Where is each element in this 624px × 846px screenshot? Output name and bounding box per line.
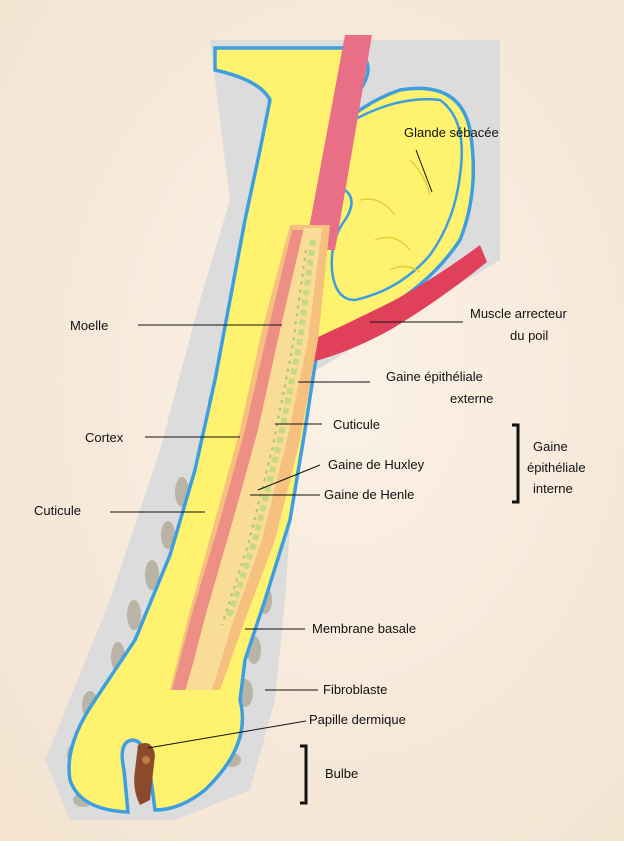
papilla-dot [142, 756, 150, 764]
label-gaine-interne-line1: Gaine [533, 439, 568, 454]
label-gaine-huxley: Gaine de Huxley [328, 457, 425, 472]
label-bulbe: Bulbe [325, 766, 358, 781]
label-gaine-externe-line2: externe [450, 391, 493, 406]
label-muscle-line1: Muscle arrecteur [470, 306, 567, 321]
label-fibroblaste: Fibroblaste [323, 682, 387, 697]
label-moelle: Moelle [70, 318, 108, 333]
label-cuticule-left: Cuticule [34, 503, 81, 518]
label-membrane-basale: Membrane basale [312, 621, 416, 636]
label-cuticule-right: Cuticule [333, 417, 380, 432]
label-gaine-henle: Gaine de Henle [324, 487, 414, 502]
label-cortex: Cortex [85, 430, 124, 445]
label-muscle-line2: du poil [510, 328, 548, 343]
label-papille-dermique: Papille dermique [309, 712, 406, 727]
label-glande-sebacee: Glande sébacée [404, 125, 499, 140]
label-gaine-externe-line1: Gaine épithéliale [386, 369, 483, 384]
label-gaine-interne-line3: interne [533, 481, 573, 496]
label-gaine-interne-line2: épithéliale [527, 460, 586, 475]
